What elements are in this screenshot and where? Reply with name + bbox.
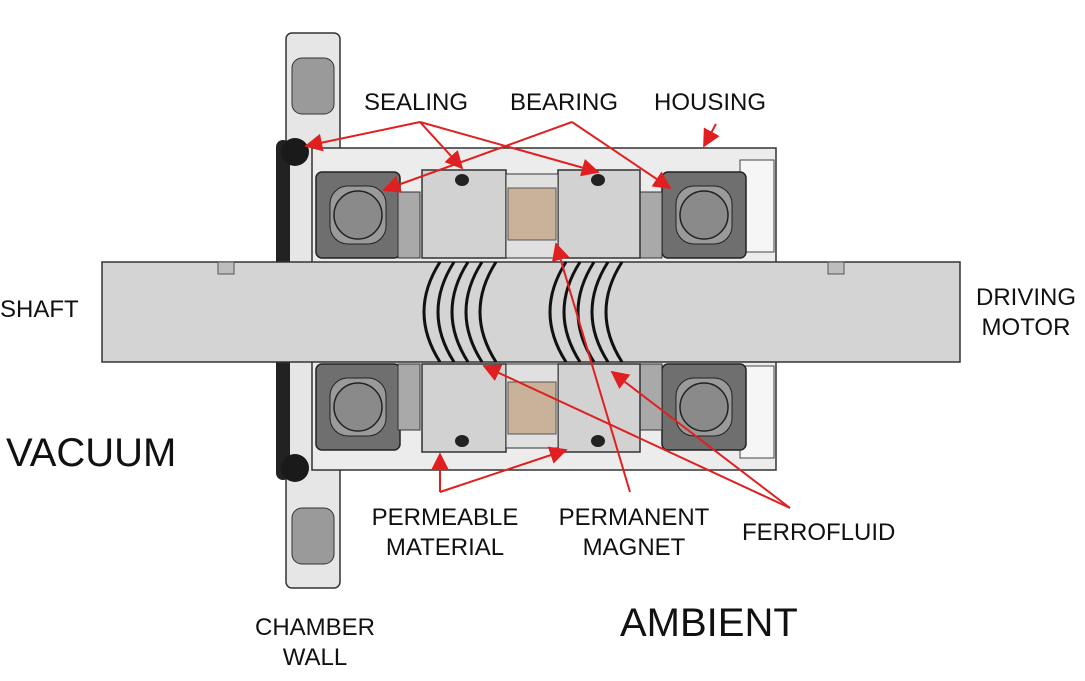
label-ferrofluid: FERROFLUID (742, 519, 896, 546)
label-driving-motor: DRIVING MOTOR (970, 283, 1082, 343)
arrow-sealing-left (419, 121, 464, 170)
label-driving-motor-line2: MOTOR (981, 314, 1071, 341)
label-permeable-line2: MATERIAL (385, 534, 505, 561)
label-permanent-line1: PERMANENT (558, 504, 710, 531)
arrow-magnet (552, 242, 631, 493)
arrow-bearing-right (571, 121, 672, 190)
arrow-bearing-left (382, 121, 573, 193)
label-chamber-line1: CHAMBER (254, 614, 375, 641)
label-sealing: SEALING (364, 89, 469, 116)
arrow-sealing-oring (304, 121, 421, 152)
label-permeable-material: PERMEABLE MATERIAL (360, 503, 530, 563)
bearings (315, 171, 747, 451)
label-driving-motor-line1: DRIVING (975, 284, 1076, 311)
arrow-ferrofluid-left (482, 364, 791, 509)
label-bearing: BEARING (510, 89, 619, 116)
label-ambient: AMBIENT (620, 601, 798, 645)
arrow-ferrofluid-right (610, 370, 791, 509)
arrow-housing (703, 123, 720, 148)
leader-arrows (304, 121, 791, 509)
label-shaft: SHAFT (0, 296, 79, 323)
shaft-body (101, 261, 961, 363)
label-permanent-line2: MAGNET (582, 534, 686, 561)
arrow-permeable-right (439, 446, 568, 493)
label-chamber-wall: CHAMBER WALL (240, 613, 390, 673)
permanent-magnet (505, 173, 559, 449)
arrow-sealing-right (419, 121, 600, 177)
label-vacuum: VACUUM (6, 431, 177, 475)
pole-pieces (421, 169, 641, 453)
label-housing: HOUSING (654, 89, 767, 116)
label-permanent-magnet: PERMANENT MAGNET (548, 503, 720, 563)
label-chamber-line2: WALL (282, 644, 348, 671)
label-permeable-line1: PERMEABLE (371, 504, 519, 531)
